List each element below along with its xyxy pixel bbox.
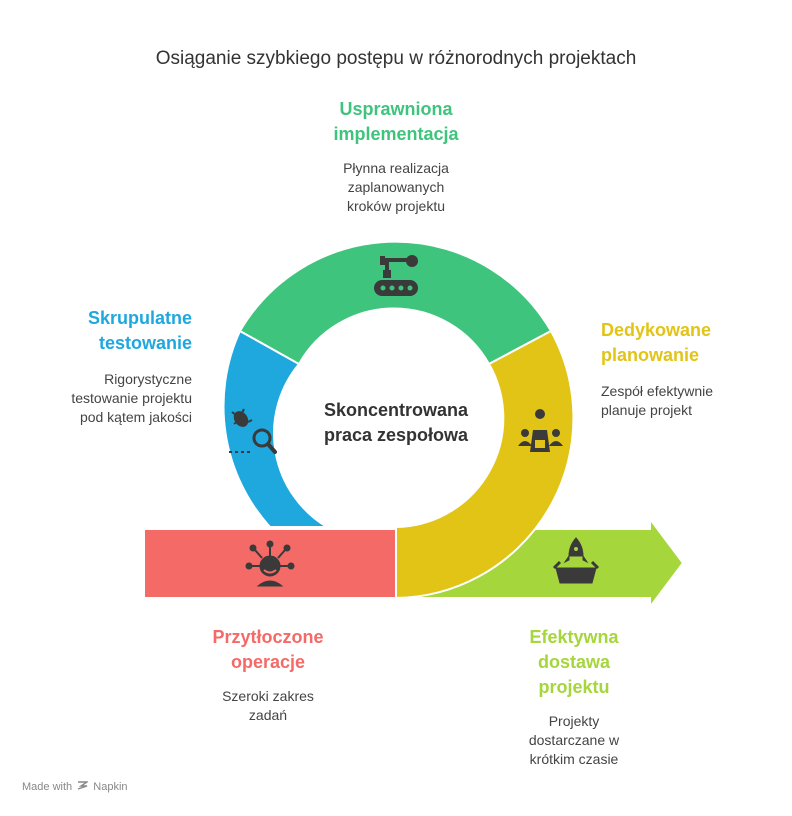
implementation-block: Usprawniona implementacja Płynna realiza… bbox=[296, 97, 496, 216]
delivery-heading-line2: dostawa bbox=[537, 652, 611, 672]
delivery-desc-line1: Projekty bbox=[548, 713, 600, 729]
napkin-brand-label: Napkin bbox=[93, 781, 128, 793]
testing-desc-line2: testowanie projektu bbox=[71, 390, 192, 406]
delivery-desc-line3: krótkim czasie bbox=[529, 751, 619, 767]
operations-heading-line2: operacje bbox=[230, 652, 306, 672]
overwhelmed-person-icon bbox=[245, 540, 295, 587]
operations-heading-line1: Przytłoczone bbox=[212, 627, 324, 647]
delivery-heading-line3: projektu bbox=[538, 677, 610, 697]
implementation-desc-line3: kroków projektu bbox=[346, 198, 446, 214]
planning-heading-line1: Dedykowane bbox=[601, 320, 712, 340]
team-presenter-icon bbox=[518, 409, 563, 452]
operations-block: Przytłoczone operacje Szeroki zakres zad… bbox=[168, 625, 368, 725]
diagram-title: Osiąganie szybkiego postępu w różnorodny… bbox=[155, 48, 637, 69]
implementation-heading-line1: Usprawniona bbox=[339, 99, 453, 119]
delivery-heading-line1: Efektywna bbox=[529, 627, 619, 647]
napkin-logo-icon bbox=[77, 781, 90, 793]
center-label: Skoncentrowana praca zespołowa bbox=[296, 398, 496, 448]
planning-segment bbox=[395, 329, 575, 600]
implementation-heading-line2: implementacja bbox=[333, 124, 459, 144]
testing-block: Skrupulatne testowanie Rigorystyczne tes… bbox=[30, 306, 192, 427]
testing-desc-line3: pod kątem jakości bbox=[79, 409, 192, 425]
center-label-line2: praca zespołowa bbox=[323, 425, 469, 445]
delivery-block: Efektywna dostawa projektu Projekty dost… bbox=[474, 625, 674, 769]
planning-desc-line1: Zespół efektywnie bbox=[601, 383, 714, 399]
testing-desc-line1: Rigorystyczne bbox=[104, 371, 192, 387]
planning-heading-line2: planowanie bbox=[601, 345, 700, 365]
implementation-desc-line2: zaplanowanych bbox=[347, 179, 445, 195]
rocket-launch-icon bbox=[552, 537, 600, 584]
made-with-napkin-footer[interactable]: Made with Napkin bbox=[22, 781, 128, 793]
implementation-desc-line1: Płynna realizacja bbox=[343, 160, 449, 176]
delivery-desc-line2: dostarczane w bbox=[528, 732, 620, 748]
planning-block: Dedykowane planowanie Zespół efektywnie … bbox=[601, 318, 771, 420]
robot-arm-conveyor-icon bbox=[374, 255, 418, 296]
testing-heading-line2: testowanie bbox=[98, 333, 192, 353]
made-with-label: Made with bbox=[22, 781, 73, 793]
planning-desc-line2: planuje projekt bbox=[601, 402, 693, 418]
implementation-segment bbox=[238, 240, 553, 366]
operations-desc-line1: Szeroki zakres bbox=[222, 688, 314, 704]
center-label-line1: Skoncentrowana bbox=[323, 400, 469, 420]
testing-segment bbox=[222, 329, 331, 528]
testing-heading-line1: Skrupulatne bbox=[87, 308, 192, 328]
operations-desc-line2: zadań bbox=[248, 707, 288, 723]
bug-magnifier-icon bbox=[229, 408, 277, 454]
